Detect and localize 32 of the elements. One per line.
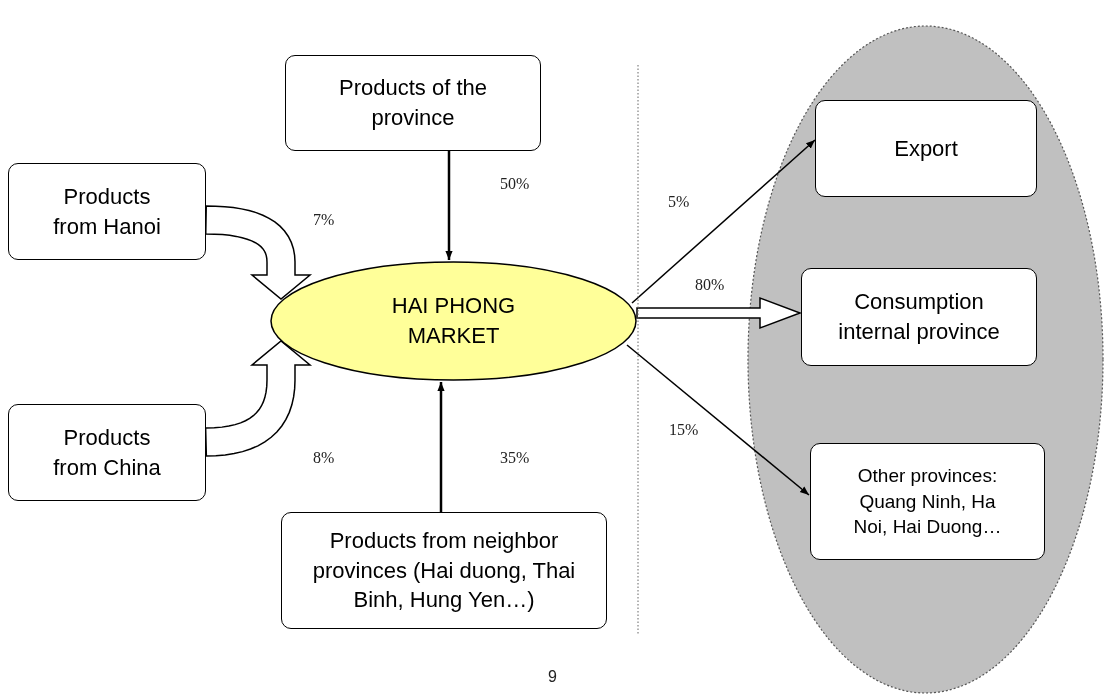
edge-label: 8% — [313, 449, 335, 467]
market-ellipse — [270, 261, 637, 381]
arrow — [631, 139, 816, 304]
node-label: Export — [894, 134, 958, 163]
arrow — [445, 151, 453, 260]
edge-label: 80% — [695, 276, 725, 294]
node-label: Other provinces: Quang Ninh, Ha Noi, Hai Duong… — [852, 464, 1003, 540]
source-box — [8, 404, 206, 501]
node-label: Products from Hanoi — [52, 182, 162, 241]
block-arrow — [636, 296, 803, 330]
edge-label: 35% — [500, 449, 530, 467]
edge-label: 15% — [669, 421, 699, 439]
edge-label: 50% — [500, 175, 530, 193]
region-ellipse — [747, 25, 1104, 694]
node-label: Products from neighbor provinces (Hai duong, Thai Binh, Hung Yen…) — [311, 526, 577, 615]
destination-box — [810, 443, 1045, 560]
source-box — [281, 512, 607, 629]
edge-label: 5% — [668, 193, 690, 211]
node-label: HAI PHONG MARKET — [390, 292, 517, 350]
destination-box — [815, 100, 1037, 197]
edge-label: 7% — [313, 211, 335, 229]
node-label: Consumption internal province — [837, 288, 1001, 346]
node-label: Products of the province — [338, 74, 488, 132]
arrow — [437, 382, 445, 512]
block-arrow — [204, 340, 313, 457]
block-arrow — [205, 205, 313, 300]
node-label: Products from China — [52, 423, 162, 482]
page-number: 9 — [548, 668, 557, 686]
arrow — [626, 344, 810, 496]
destination-box — [801, 268, 1037, 366]
source-box — [285, 55, 541, 151]
source-box — [8, 163, 206, 260]
